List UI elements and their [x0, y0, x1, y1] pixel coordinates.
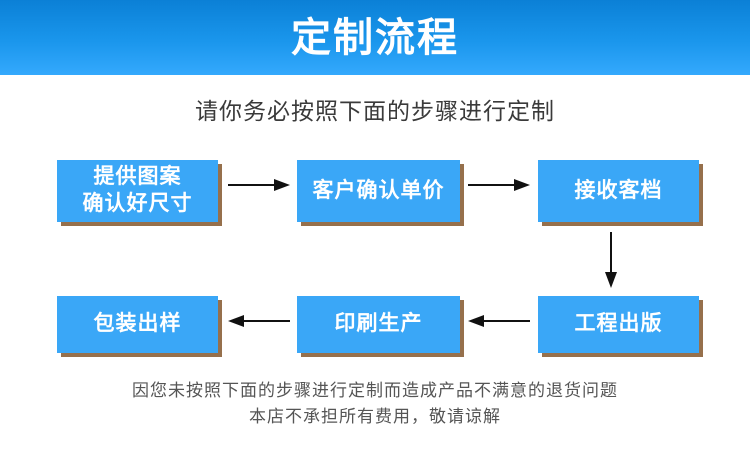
disclaimer-line-2: 本店不承担所有费用，敬请谅解 — [249, 407, 501, 427]
flow-node-step-5: 印刷生产 — [297, 296, 460, 353]
flow-node-step-6-label: 工程出版 — [574, 312, 663, 336]
flow-node-step-1-label: 提供图案 确认好尺寸 — [82, 165, 193, 215]
disclaimer-line-1: 因您未按照下面的步骤进行定制而造成产品不满意的退货问题 — [132, 381, 618, 400]
arrow-left-icon — [468, 314, 530, 328]
flow-node-step-4: 包装出样 — [57, 296, 218, 353]
flow-node-step-3-label: 接收客档 — [574, 178, 663, 202]
flow-node-step-1: 提供图案 确认好尺寸 — [57, 160, 218, 222]
flow-node-step-3: 接收客档 — [538, 160, 699, 222]
flow-node-step-5-label: 印刷生产 — [334, 312, 423, 336]
flow-node-step-4-label: 包装出样 — [93, 312, 182, 336]
arrow-right-icon — [468, 178, 530, 192]
arrow-down-icon — [604, 232, 618, 288]
flow-node-step-2: 客户确认单价 — [297, 160, 460, 222]
arrow-right-icon — [228, 178, 290, 192]
flow-node-step-6: 工程出版 — [538, 296, 699, 353]
disclaimer-note: 因您未按照下面的步骤进行定制而造成产品不满意的退货问题 本店不承担所有费用，敬请… — [0, 378, 750, 431]
page-title: 定制流程 — [291, 15, 459, 60]
header-banner: 定制流程 — [0, 0, 750, 75]
flow-node-step-2-label: 客户确认单价 — [312, 178, 445, 202]
subtitle-text: 请你务必按照下面的步骤进行定制 — [195, 98, 555, 124]
arrow-left-icon — [228, 314, 290, 328]
